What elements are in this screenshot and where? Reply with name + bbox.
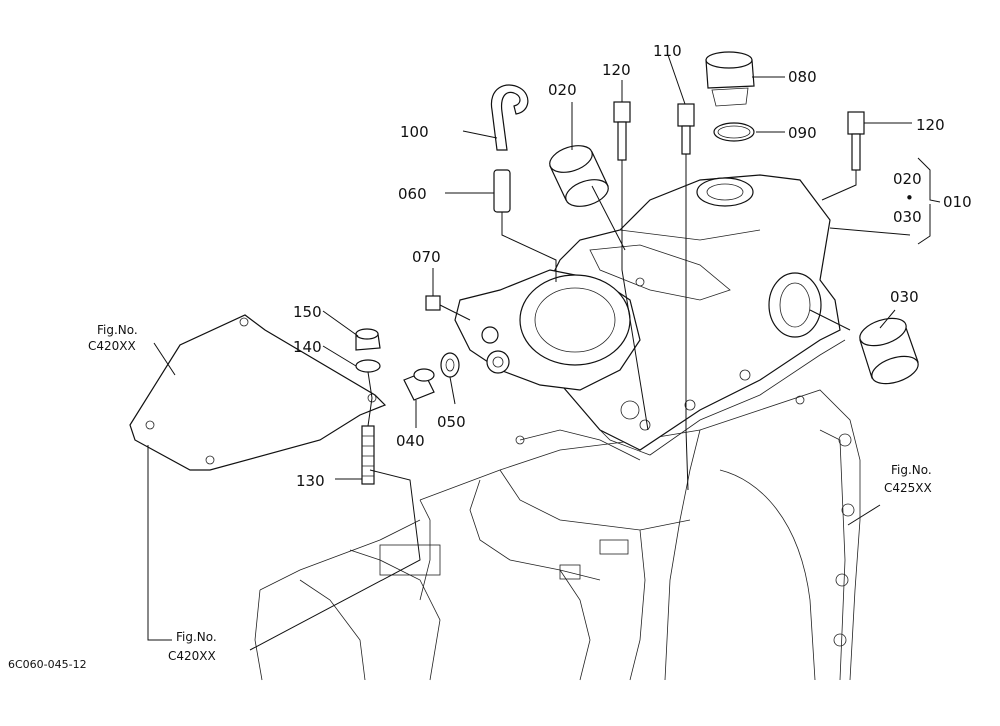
part-070-plug bbox=[425, 295, 441, 311]
part-110-bolt bbox=[677, 103, 695, 155]
gasket-plate bbox=[129, 314, 387, 471]
label-030: 030 bbox=[890, 288, 919, 306]
label-140: 140 bbox=[293, 338, 322, 356]
label-150: 150 bbox=[293, 303, 322, 321]
label-050: 050 bbox=[437, 413, 466, 431]
hydraulic-cover-assembly bbox=[454, 174, 846, 456]
part-040-plug bbox=[403, 368, 435, 401]
label-020-top: 020 bbox=[548, 81, 577, 99]
fig-ref-right-line1: Fig.No. bbox=[891, 463, 932, 477]
fig-ref-left-line1: Fig.No. bbox=[97, 323, 138, 337]
transmission-case bbox=[254, 389, 861, 681]
part-100-hook bbox=[490, 84, 529, 151]
part-090-o-ring bbox=[713, 122, 755, 142]
part-120-bolt-left bbox=[613, 101, 631, 161]
label-100: 100 bbox=[400, 123, 429, 141]
label-030-group: 030 bbox=[893, 208, 922, 226]
figure-references: Fig.No. C420XX Fig.No. C425XX Fig.No. C4… bbox=[88, 323, 932, 663]
label-120-left: 120 bbox=[602, 61, 631, 79]
label-060: 060 bbox=[398, 185, 427, 203]
label-110: 110 bbox=[653, 42, 682, 60]
part-080-cap bbox=[705, 51, 755, 107]
part-labels: 100 060 020 120 110 080 090 120 020 • 03… bbox=[293, 42, 972, 490]
part-060-pin bbox=[493, 169, 511, 213]
leader-lines bbox=[147, 54, 941, 651]
label-020-group: 020 bbox=[893, 170, 922, 188]
label-080: 080 bbox=[788, 68, 817, 86]
label-070: 070 bbox=[412, 248, 441, 266]
fig-ref-right-line2: C425XX bbox=[884, 481, 932, 495]
drawing-code: 6C060-045-12 bbox=[8, 658, 87, 671]
label-090: 090 bbox=[788, 124, 817, 142]
fig-ref-left-line2: C420XX bbox=[88, 339, 136, 353]
part-150-nut bbox=[355, 328, 381, 351]
label-010: 010 bbox=[943, 193, 972, 211]
part-050-washer bbox=[440, 352, 460, 378]
fig-ref-bottom-line2: C420XX bbox=[168, 649, 216, 663]
label-130: 130 bbox=[296, 472, 325, 490]
label-040: 040 bbox=[396, 432, 425, 450]
part-140-washer bbox=[355, 359, 381, 373]
part-120-bolt-right bbox=[847, 111, 865, 171]
part-030-bushing bbox=[859, 317, 919, 385]
label-120-right: 120 bbox=[916, 116, 945, 134]
part-020-bushing bbox=[549, 145, 609, 207]
label-dot: • bbox=[905, 189, 914, 207]
part-130-stud bbox=[361, 425, 375, 485]
fig-ref-bottom-line1: Fig.No. bbox=[176, 630, 217, 644]
